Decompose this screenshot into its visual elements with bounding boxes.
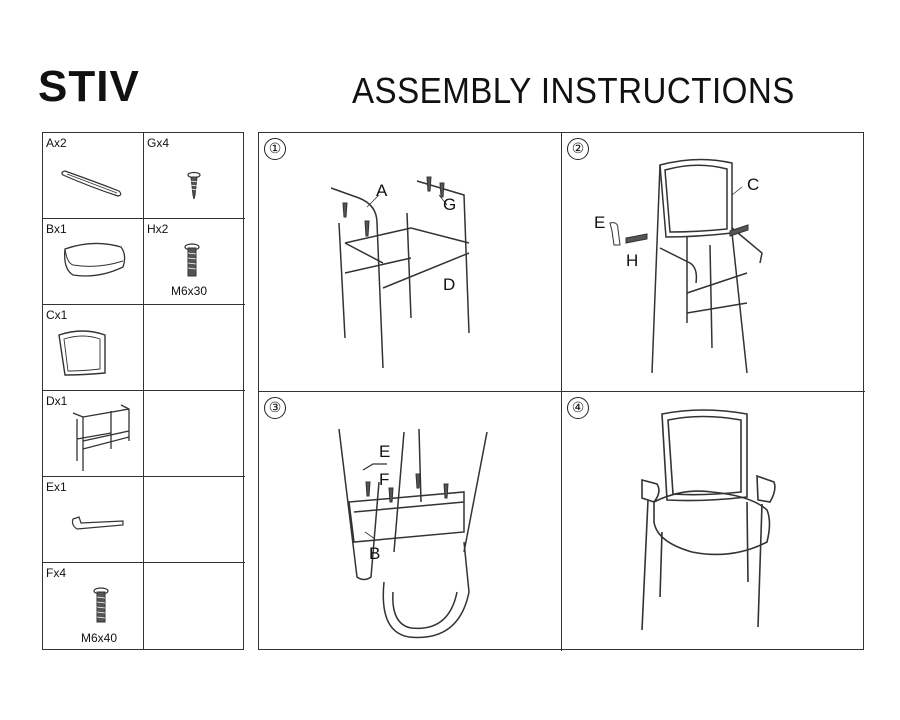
part-label: Gx4 [147,136,170,150]
part-cell-h: Hx2 M6x30 [144,219,245,305]
bolt-icon [93,587,109,623]
part-cell-empty [144,563,245,649]
part-label: Hx2 [147,222,169,236]
part-cell-empty [144,477,245,563]
callout-label: B [369,544,381,563]
part-label: Cx1 [46,308,68,322]
part-label: Ex1 [46,480,67,494]
parts-list: Ax2 Gx4 Bx1 Hx2 [42,132,245,650]
part-spec: M6x30 [171,284,208,298]
step-number: ② [567,138,589,160]
document-title: ASSEMBLY INSTRUCTIONS [352,70,795,111]
callout-label: A [376,181,388,200]
assembly-steps: ① A G D ② [258,132,865,651]
part-cell-a: Ax2 [43,133,144,219]
callout-label: G [443,195,457,214]
part-cell-f: Fx4 M6x40 [43,563,144,649]
part-cell-empty [144,391,245,477]
step-1-illustration [330,176,470,369]
step-number: ④ [567,397,589,419]
step-3-illustration [338,428,488,639]
step-3: ③ E F B [259,392,562,651]
brand-name: STIV [38,62,140,111]
part-cell-c: Cx1 [43,305,144,391]
part-label: Ax2 [46,136,67,150]
part-cell-b: Bx1 [43,219,144,305]
allen-key-icon [71,516,124,530]
part-label: Dx1 [46,394,68,408]
seat-cushion-icon [64,242,126,277]
callout-label: C [747,175,760,194]
part-cell-empty [144,305,245,391]
part-label: Fx4 [46,566,67,580]
part-spec: M6x40 [81,631,118,645]
chair-frame-icon [72,404,130,471]
step-2-illustration [609,158,763,374]
callout-label: H [626,251,639,270]
callout-label: F [379,470,390,489]
step-1: ① A G D [259,133,562,392]
part-label: Bx1 [46,222,67,236]
step-4: ④ [562,392,865,651]
wood-screw-icon [187,171,201,200]
part-cell-g: Gx4 [144,133,245,219]
callout-label: E [379,442,391,461]
step-number: ③ [264,397,286,419]
step-4-illustration [641,409,776,631]
bolt-icon [184,243,200,277]
armrest-icon [61,170,122,197]
part-cell-e: Ex1 [43,477,144,563]
part-cell-d: Dx1 [43,391,144,477]
step-2: ② C E H [562,133,865,392]
callout-label: D [443,275,456,294]
callout-label: E [594,213,606,232]
backrest-icon [58,330,106,376]
step-number: ① [264,138,286,160]
